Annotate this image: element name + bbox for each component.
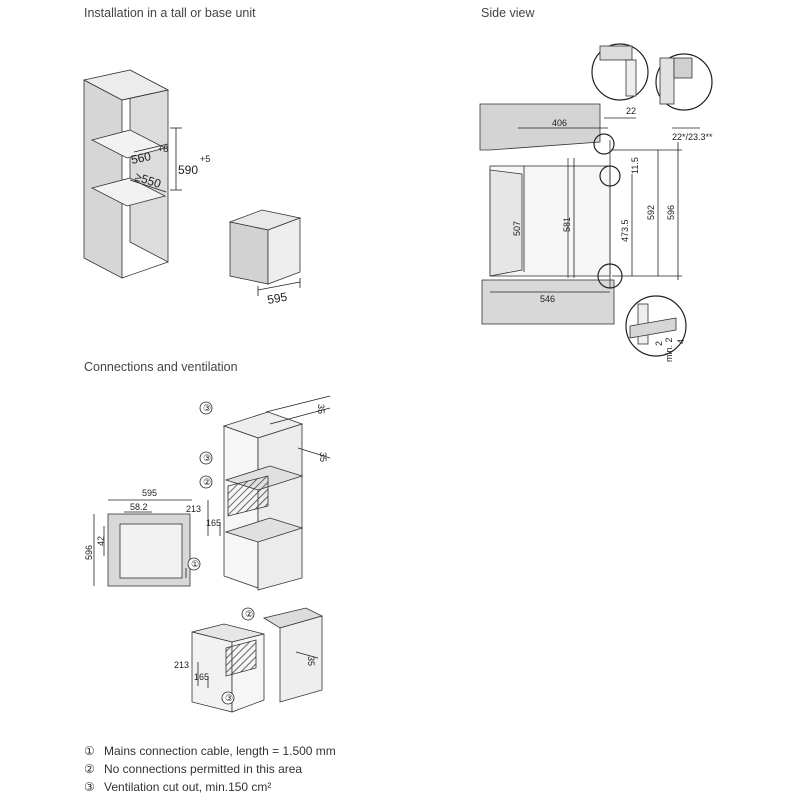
marker-1: ① [191,559,199,569]
marker-2a: ② [203,477,211,487]
dim-cv-35a: 35 [316,404,326,414]
dim-cv-596: 596 [84,545,94,560]
dim-cv-42: 42 [96,536,106,546]
front-view [93,499,201,587]
dim-sv-min2: min. 2 [664,337,674,362]
legend-item: ② No connections permitted in this area [84,760,336,778]
dim-sv-596: 596 [666,205,676,220]
dim-sv-4735: 473.5 [620,219,630,242]
dim-sv-406: 406 [552,118,567,128]
base-unit-connections [191,607,324,713]
marker-3c: ③ [225,693,233,703]
marker-3a: ③ [203,403,211,413]
tall-cabinet-connections [199,395,331,591]
dim-sv-115: 11.5 [630,157,640,174]
dim-cv-165: 165 [206,518,221,528]
legend-item: ③ Ventilation cut out, min.150 cm² [84,778,336,796]
dim-cv-582: 58.2 [130,502,148,512]
legend-text: Mains connection cable, length = 1.500 m… [104,744,336,758]
dim-niche-width-tol: +8 [158,144,168,154]
dim-sv-592: 592 [646,205,656,220]
dim-sv-2: 2 [654,341,664,346]
dim-cv-595: 595 [142,488,157,498]
marker-2b: ② [245,609,253,619]
title-side-view: Side view [481,6,535,20]
dim-niche-height: 590 [178,163,198,177]
dim-cv-213: 213 [186,504,201,514]
dim-sv-22-233: 22*/23.3** [672,132,713,142]
title-connections: Connections and ventilation [84,360,238,374]
legend-text: Ventilation cut out, min.150 cm² [104,780,272,794]
dim-sv-546: 546 [540,294,555,304]
dim-sv-507: 507 [512,221,522,236]
legend-marker: ③ [84,780,95,794]
legend-marker: ① [84,744,95,758]
dim-niche-height-tol: +5 [200,154,210,164]
dim-niche-width: 560 [130,149,153,167]
dim-cv-213b: 213 [174,660,189,670]
dim-sv-22: 22 [626,106,636,116]
dim-sv-4: 4 [676,339,686,344]
legend-item: ① Mains connection cable, length = 1.500… [84,742,336,760]
dim-oven-width: 595 [266,290,288,307]
side-view [479,43,713,357]
legend: ① Mains connection cable, length = 1.500… [84,742,336,796]
dim-sv-581: 581 [562,217,572,232]
oven-unit [228,209,302,296]
legend-text: No connections permitted in this area [104,762,303,776]
dim-cv-35c: 35 [306,656,316,666]
dim-cv-165b: 165 [194,672,209,682]
legend-marker: ② [84,762,95,776]
title-installation: Installation in a tall or base unit [84,6,256,20]
dim-cv-35b: 35 [318,452,328,462]
tall-cabinet [82,69,182,279]
marker-3b: ③ [203,453,211,463]
